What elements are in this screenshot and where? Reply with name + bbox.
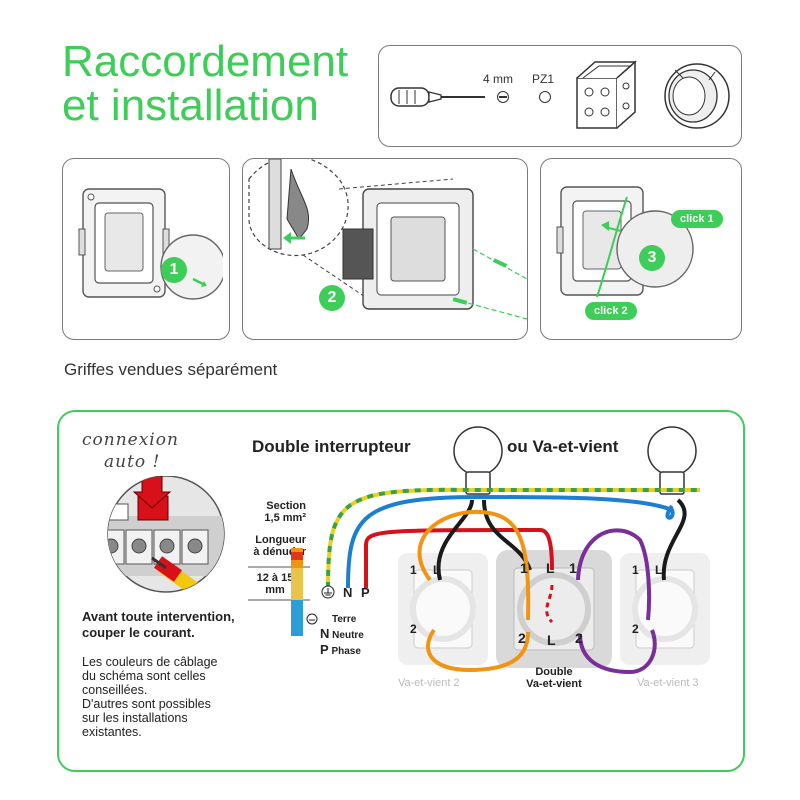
note-line5: sur les installations [82, 711, 188, 725]
click2-label: click 2 [585, 302, 637, 320]
installation-illustration [248, 159, 527, 320]
section-label-text: Section [266, 500, 306, 512]
claws-note: Griffes vendues séparément [64, 360, 278, 379]
connexion-auto-line1: connexion [82, 430, 179, 450]
right-switch-label: Va-et-vient 3 [637, 677, 699, 689]
center-switch-t1: 1 [520, 560, 528, 576]
center-switch-tl-bot: L [547, 632, 556, 648]
terminal-p-label: P [361, 585, 370, 600]
legend-earth: Terre [320, 613, 364, 627]
legend-earth-label: Terre [332, 614, 357, 625]
center-switch-label-line1: Double [535, 666, 573, 678]
left-switch-t1: 1 [410, 563, 417, 577]
step3-badge: 3 [639, 245, 665, 271]
step3-panel: click 1 3 click 2 [540, 158, 742, 340]
click1-label: click 1 [671, 210, 723, 228]
strip-value-line1: 12 à 15 [256, 572, 294, 584]
color-note: Les couleurs de câblage du schéma sont c… [82, 655, 218, 739]
flush-box-icon [664, 63, 730, 129]
slot-head-icon [497, 91, 509, 103]
right-switch-t1: 1 [632, 563, 639, 577]
section-label: Section 1,5 mm² [244, 500, 306, 524]
legend-phase-letter: P [320, 642, 329, 657]
right-switch-t2: 2 [632, 622, 639, 636]
left-switch-t2: 2 [410, 622, 417, 636]
arrow-left-icon [283, 232, 305, 244]
note-line6: existantes. [82, 725, 142, 739]
legend-phase: P Phase [320, 643, 364, 659]
strip-length-value: 12 à 15 mm [244, 572, 306, 596]
pz-head-icon [539, 91, 551, 103]
center-switch-tl-top: L [546, 560, 555, 576]
page-title-line2: et installation [62, 81, 319, 130]
legend-neutral-letter: N [320, 626, 330, 641]
step2-badge: 2 [319, 285, 345, 311]
switch-mechanism-illustration [78, 188, 223, 300]
legend-neutral: N Neutre [320, 627, 364, 643]
warning-line1: Avant toute intervention, [82, 609, 235, 624]
left-switch-tl: L [433, 563, 441, 577]
note-line1: Les couleurs de câblage [82, 655, 218, 669]
center-switch-t2b: 2 [575, 630, 583, 646]
page-title: Raccordement et installation [62, 40, 348, 128]
strip-value-line2: mm [265, 584, 285, 596]
center-switch-t2a: 2 [518, 630, 526, 646]
tools-panel: 4 mm PZ1 [378, 45, 742, 147]
arrow-right-icon [192, 277, 207, 287]
page-title-line1: Raccordement [62, 37, 349, 86]
warning-line2: couper le courant. [82, 625, 195, 640]
diagram-title-left: Double interrupteur [252, 437, 411, 456]
legend-phase-word: Phase [331, 646, 361, 657]
cover-mounting-illustration [556, 186, 694, 298]
step1-badge: 1 [161, 257, 187, 283]
junction-box-icon [576, 60, 637, 129]
warning-text: Avant toute intervention, couper le cour… [82, 609, 235, 641]
wiring-section [57, 410, 745, 772]
center-switch-t1b: 1 [569, 560, 577, 576]
right-switch-tl: L [655, 563, 663, 577]
note-line4: D'autres sont possibles [82, 697, 211, 711]
screwdriver-icon [390, 87, 485, 107]
step2-panel: 2 [242, 158, 528, 340]
center-switch-label: Double Va-et-vient [506, 666, 602, 690]
strip-label-line1: Longueur [255, 534, 306, 546]
wire-legend: Terre N Neutre P Phase [320, 613, 364, 659]
center-switch-label-line2: Va-et-vient [526, 678, 582, 690]
terminal-n-label: N [343, 585, 353, 600]
section-value: 1,5 mm² [264, 512, 306, 524]
left-switch-label: Va-et-vient 2 [398, 677, 460, 689]
auto-terminal-illustration [107, 476, 225, 593]
connexion-auto-line2: auto ! [104, 452, 161, 472]
legend-neutral-word: Neutre [332, 630, 364, 641]
screwdriver-size-label: 4 mm [483, 72, 513, 86]
pz-label: PZ1 [532, 72, 555, 86]
note-line2: du schéma sont celles [82, 669, 206, 683]
note-line3: conseillées. [82, 683, 148, 697]
step1-panel: 1 [62, 158, 230, 340]
diagram-title-right: ou Va-et-vient [507, 437, 619, 456]
